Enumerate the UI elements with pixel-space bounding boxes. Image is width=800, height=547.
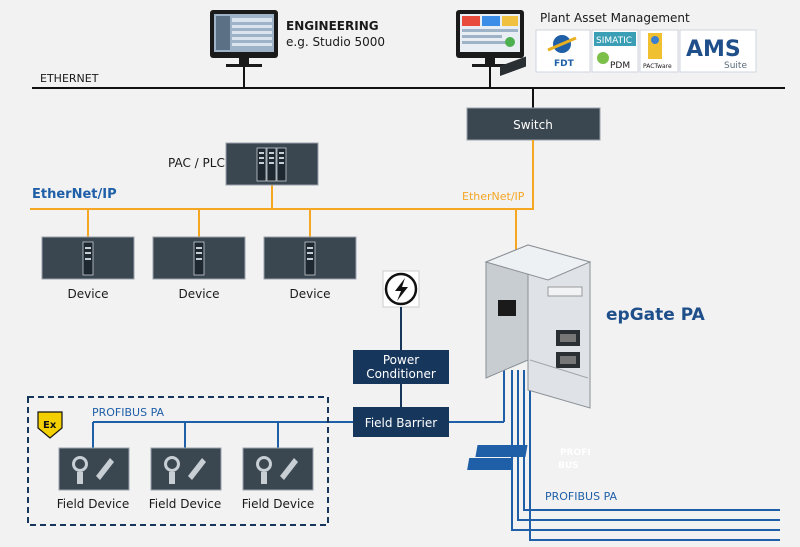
field-device-label-3: Field Device xyxy=(242,497,315,511)
field-device-label-1: Field Device xyxy=(57,497,130,511)
profibus-pa-box-label: PROFIBUS PA xyxy=(92,406,165,419)
ex-zone-box xyxy=(27,396,329,526)
ethernetip-logo: EtherNet/IP xyxy=(32,187,117,202)
plc-module-icon xyxy=(256,147,287,182)
power-conditioner-box xyxy=(353,350,449,384)
lightning-bolt-icon xyxy=(382,270,420,308)
field-device-2 xyxy=(150,447,222,491)
device-1 xyxy=(41,236,135,280)
product-name: epGate PA xyxy=(606,305,706,325)
svg-text:Ex: Ex xyxy=(43,420,57,431)
svg-text:FDT: FDT xyxy=(554,59,575,69)
svg-text:AMS: AMS xyxy=(686,37,741,62)
device-2 xyxy=(152,236,246,280)
field-device-label-2: Field Device xyxy=(149,497,222,511)
engineering-subtitle: e.g. Studio 5000 xyxy=(286,35,385,49)
svg-text:PACTware: PACTware xyxy=(643,63,672,70)
svg-text:PDM: PDM xyxy=(610,61,630,71)
switch-box xyxy=(466,107,601,141)
power-conditioner-line2: Conditioner xyxy=(366,367,436,381)
pac-plc-label: PAC / PLC xyxy=(168,156,225,170)
field-device-3 xyxy=(242,447,314,491)
device-label-2: Device xyxy=(178,287,219,301)
device-label-1: Device xyxy=(67,287,108,301)
pactware-logo: PACTware xyxy=(639,29,679,73)
ethernet-label: ETHERNET xyxy=(40,72,99,85)
plant-asset-title: Plant Asset Management xyxy=(540,11,690,25)
svg-text:BUS: BUS xyxy=(558,461,579,471)
svg-text:PROFI: PROFI xyxy=(560,448,591,458)
svg-text:SIMATIC: SIMATIC xyxy=(596,36,632,46)
device-label-3: Device xyxy=(289,287,330,301)
engineering-monitor-icon xyxy=(210,10,278,88)
field-device-1 xyxy=(58,447,130,491)
epgate-pa-device-icon xyxy=(484,56,592,409)
engineering-title: ENGINEERING xyxy=(286,19,379,33)
transmitter-icon xyxy=(164,456,206,484)
transmitter-icon xyxy=(256,456,298,484)
ethernetip-label: EtherNet/IP xyxy=(462,190,525,203)
fdt-logo: FDT xyxy=(535,29,591,73)
simatic-pdm-logo: SIMATIC PDM xyxy=(591,29,639,73)
switch-label: Switch xyxy=(513,118,553,132)
transmitter-icon xyxy=(72,456,114,484)
plant-asset-monitor-icon xyxy=(456,10,524,88)
device-3 xyxy=(263,236,357,280)
svg-text:Suite: Suite xyxy=(724,61,747,71)
power-conditioner-line1: Power xyxy=(383,353,419,367)
field-barrier-label: Field Barrier xyxy=(365,416,437,430)
field-barrier-box xyxy=(353,407,449,437)
profibus-pa-bottom-label: PROFIBUS PA xyxy=(545,490,618,503)
profibus-logo: PROFI BUS xyxy=(467,445,591,471)
ex-warning-icon: Ex xyxy=(37,411,63,439)
ams-suite-logo: AMS Suite xyxy=(679,29,757,73)
